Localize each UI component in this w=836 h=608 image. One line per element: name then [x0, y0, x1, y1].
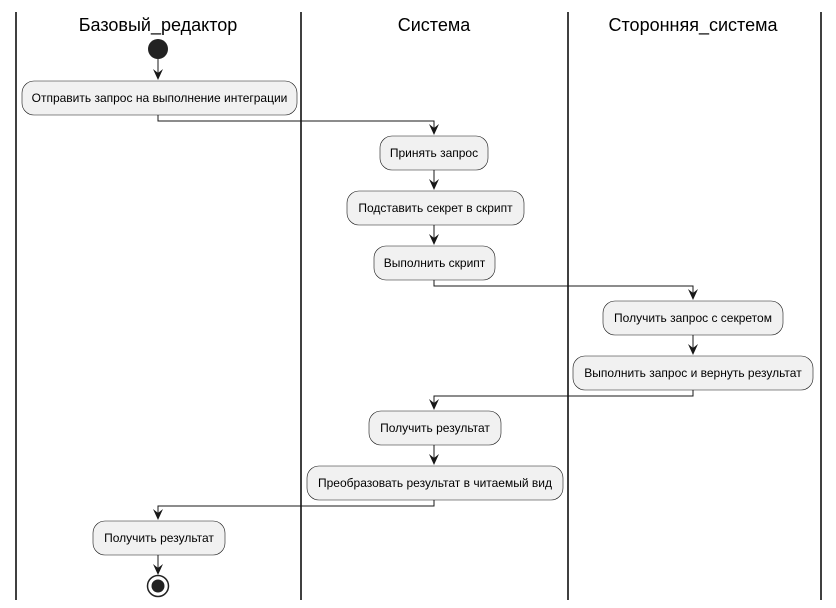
- svg-text:Получить результат: Получить результат: [104, 531, 214, 545]
- lane-title-third-party-system: Сторонняя_система: [609, 15, 779, 36]
- arrowhead: [153, 69, 163, 80]
- activity-get-result-system: Получить результат: [368, 410, 502, 446]
- svg-text:Получить запрос с секретом: Получить запрос с секретом: [614, 311, 772, 325]
- svg-text:Подставить секрет в скрипт: Подставить секрет в скрипт: [358, 201, 513, 215]
- end-node: [146, 574, 170, 598]
- activity-send-request: Отправить запрос на выполнение интеграци…: [21, 80, 298, 116]
- edge-run-to-receive: [433, 280, 694, 296]
- activity-accept-request: Принять запрос: [379, 135, 489, 171]
- arrowhead: [429, 234, 439, 245]
- svg-text:Преобразовать результат в чита: Преобразовать результат в читаемый вид: [318, 476, 552, 490]
- arrowhead: [153, 564, 163, 575]
- arrowhead: [429, 399, 439, 410]
- flow-edges: [153, 59, 698, 575]
- arrowhead: [688, 344, 698, 355]
- svg-text:Принять запрос: Принять запрос: [390, 146, 478, 160]
- svg-text:Выполнить запрос и вернуть рез: Выполнить запрос и вернуть результат: [584, 366, 802, 380]
- start-node: [148, 39, 168, 59]
- activity-run-script: Выполнить скрипт: [373, 245, 496, 281]
- activity-transform-result: Преобразовать результат в читаемый вид: [306, 465, 564, 501]
- edge-return-to-get-result: [433, 390, 694, 406]
- edge-transform-to-editor-result: [157, 500, 435, 516]
- svg-text:Отправить запрос на выполнение: Отправить запрос на выполнение интеграци…: [32, 91, 288, 105]
- edge-send-to-accept: [157, 115, 435, 131]
- arrowhead: [153, 509, 163, 520]
- activity-get-result-editor: Получить результат: [92, 520, 226, 556]
- svg-text:Выполнить скрипт: Выполнить скрипт: [384, 256, 486, 270]
- activity-run-and-return: Выполнить запрос и вернуть результат: [572, 355, 814, 391]
- svg-text:Получить результат: Получить результат: [380, 421, 490, 435]
- lane-title-system: Система: [398, 15, 471, 35]
- arrowhead: [429, 179, 439, 190]
- arrowhead: [688, 289, 698, 300]
- lane-title-base-editor: Базовый_редактор: [79, 15, 238, 36]
- activity-insert-secret: Подставить секрет в скрипт: [346, 190, 525, 226]
- activity-receive-with-secret: Получить запрос с секретом: [602, 300, 784, 336]
- arrowhead: [429, 454, 439, 465]
- arrowhead: [429, 124, 439, 135]
